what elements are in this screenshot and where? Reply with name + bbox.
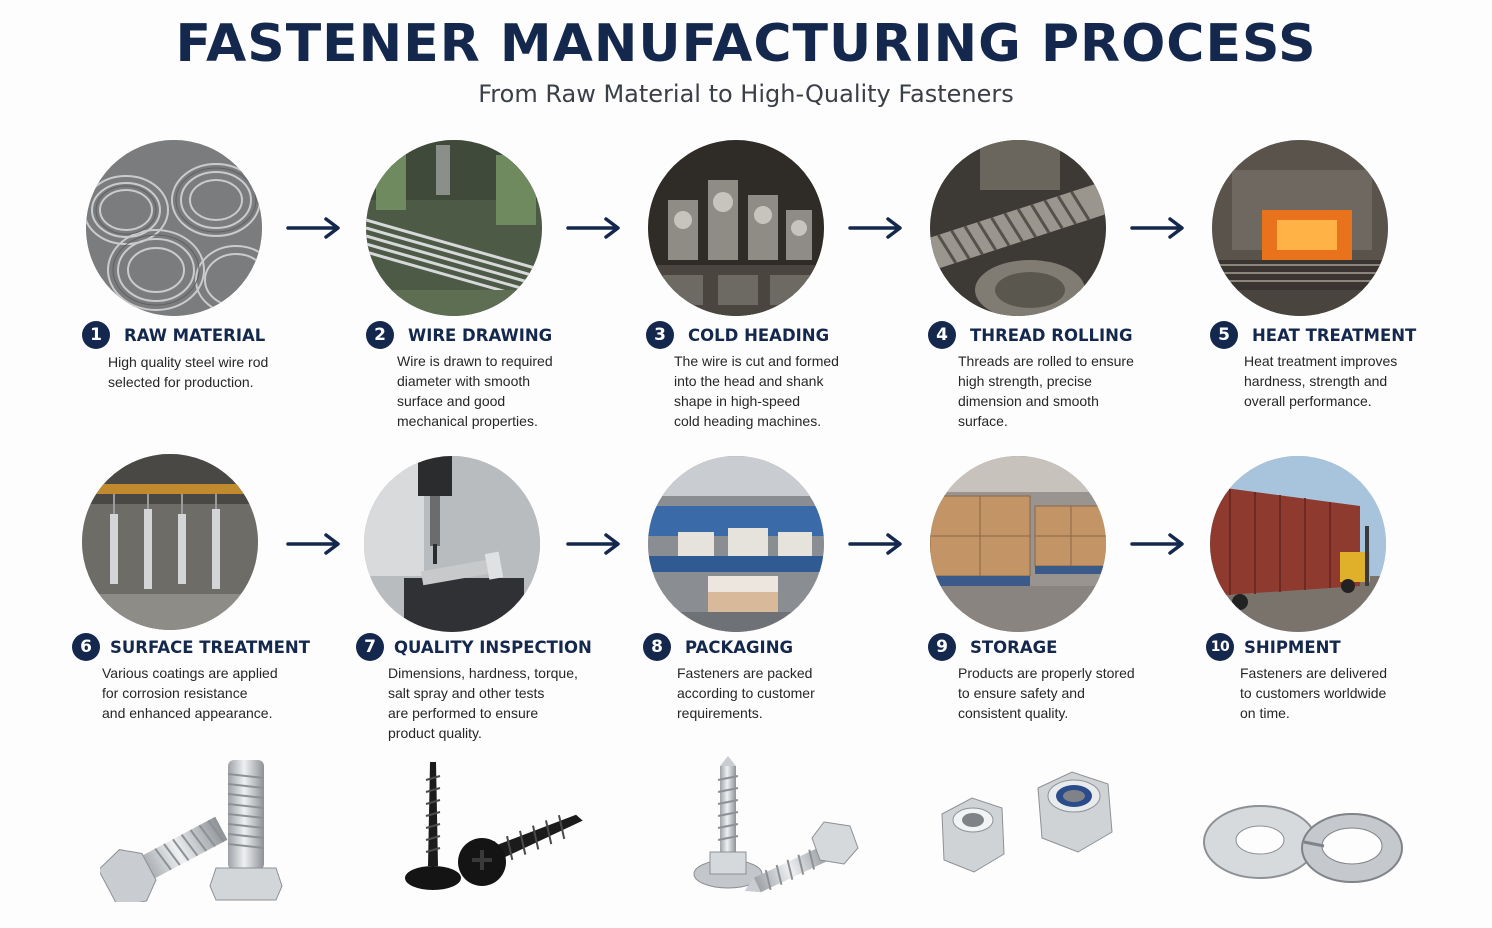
step-6-image — [82, 454, 258, 630]
step-10-description: Fasteners are delivered to customers wor… — [1240, 663, 1440, 723]
hex-bolts-image — [100, 760, 283, 902]
description-line: hardness, strength and — [1244, 373, 1388, 389]
step-number-badge: 6 — [72, 633, 100, 661]
description-line: selected for production. — [108, 374, 254, 390]
step-8-heading: 8 PACKAGING — [643, 632, 793, 662]
description-line: diameter with smooth — [397, 373, 531, 389]
step-3-heading: 3 COLD HEADING — [646, 320, 829, 350]
description-line: Threads are rolled to ensure — [958, 353, 1134, 369]
step-2-description: Wire is drawn to required diameter with … — [397, 351, 597, 431]
step-title: SURFACE TREATMENT — [110, 637, 310, 657]
step-9-image — [930, 456, 1106, 632]
step-number-badge: 4 — [928, 321, 956, 349]
arrow-right-icon — [286, 217, 340, 239]
step-title: COLD HEADING — [688, 325, 830, 345]
step-10-heading: 10 SHIPMENT — [1206, 632, 1341, 662]
description-line: consistent quality. — [958, 705, 1069, 721]
step-4-heading: 4 THREAD ROLLING — [928, 320, 1133, 350]
step-10-image — [1210, 456, 1386, 632]
description-line: to ensure safety and — [958, 685, 1085, 701]
step-number-badge: 1 — [82, 321, 110, 349]
step-title: THREAD ROLLING — [970, 325, 1133, 345]
step-5-description: Heat treatment improves hardness, streng… — [1244, 351, 1444, 411]
description-line: to customers worldwide — [1240, 685, 1387, 701]
description-line: on time. — [1240, 705, 1290, 721]
hex-nuts-image — [941, 771, 1113, 873]
description-line: The wire is cut and formed — [674, 353, 839, 369]
description-line: Dimensions, hardness, torque, — [388, 665, 578, 681]
step-6-heading: 6 SURFACE TREATMENT — [72, 632, 310, 662]
arrow-right-icon — [848, 533, 902, 555]
description-line: Products are properly stored — [958, 665, 1135, 681]
description-line: high strength, precise — [958, 373, 1092, 389]
step-title: SHIPMENT — [1244, 637, 1341, 657]
step-3-description: The wire is cut and formed into the head… — [674, 351, 874, 431]
step-1-image — [86, 140, 262, 316]
step-5-image — [1212, 140, 1388, 316]
step-8-image — [648, 456, 824, 632]
description-line: requirements. — [677, 705, 763, 721]
flat-and-spring-washers-image — [1203, 805, 1403, 883]
description-line: overall performance. — [1244, 393, 1372, 409]
step-title: PACKAGING — [685, 637, 794, 657]
page-subtitle: From Raw Material to High-Quality Fasten… — [478, 80, 1014, 108]
description-line: into the head and shank — [674, 373, 824, 389]
description-line: for corrosion resistance — [102, 685, 248, 701]
black-drywall-screws-image — [405, 762, 583, 890]
arrow-right-icon — [286, 533, 340, 555]
arrow-right-icon — [566, 533, 620, 555]
step-number-badge: 5 — [1210, 321, 1238, 349]
description-line: Fasteners are packed — [677, 665, 813, 681]
step-1-heading: 1 RAW MATERIAL — [82, 320, 265, 350]
step-7-heading: 7 QUALITY INSPECTION — [356, 632, 592, 662]
description-line: and enhanced appearance. — [102, 705, 273, 721]
description-line: High quality steel wire rod — [108, 354, 269, 370]
step-6-description: Various coatings are applied for corrosi… — [102, 663, 302, 723]
description-line: product quality. — [388, 725, 482, 741]
description-line: cold heading machines. — [674, 413, 822, 429]
step-title: HEAT TREATMENT — [1252, 325, 1417, 345]
description-line: surface. — [958, 413, 1008, 429]
description-line: according to customer — [677, 685, 815, 701]
description-line: salt spray and other tests — [388, 685, 545, 701]
step-9-heading: 9 STORAGE — [928, 632, 1057, 662]
description-line: mechanical properties. — [397, 413, 538, 429]
arrow-right-icon — [1130, 217, 1184, 239]
step-number-badge: 3 — [646, 321, 674, 349]
arrow-right-icon — [1130, 533, 1184, 555]
description-line: Wire is drawn to required — [397, 353, 553, 369]
step-3-image — [648, 140, 824, 316]
arrow-right-icon — [566, 217, 620, 239]
description-line: Fasteners are delivered — [1240, 665, 1388, 681]
step-number-badge: 2 — [366, 321, 394, 349]
step-5-heading: 5 HEAT TREATMENT — [1210, 320, 1416, 350]
arrow-right-icon — [848, 217, 902, 239]
step-title: WIRE DRAWING — [408, 325, 553, 345]
step-4-image — [930, 140, 1106, 316]
step-title: RAW MATERIAL — [124, 325, 266, 345]
step-2-heading: 2 WIRE DRAWING — [366, 320, 552, 350]
step-title: QUALITY INSPECTION — [394, 637, 592, 657]
step-7-image — [364, 456, 540, 632]
step-number-badge: 10 — [1206, 633, 1234, 661]
description-line: surface and good — [397, 393, 506, 409]
step-4-description: Threads are rolled to ensure high streng… — [958, 351, 1158, 431]
step-9-description: Products are properly stored to ensure s… — [958, 663, 1158, 723]
step-number-badge: 7 — [356, 633, 384, 661]
step-8-description: Fasteners are packed according to custom… — [677, 663, 877, 723]
step-7-description: Dimensions, hardness, torque, salt spray… — [388, 663, 588, 743]
step-1-description: High quality steel wire rod selected for… — [108, 352, 308, 392]
description-line: dimension and smooth — [958, 393, 1099, 409]
description-line: shape in high-speed — [674, 393, 801, 409]
step-number-badge: 9 — [928, 633, 956, 661]
page-title: FASTENER MANUFACTURING PROCESS — [175, 14, 1317, 74]
description-line: Various coatings are applied — [102, 665, 278, 681]
step-title: STORAGE — [970, 637, 1058, 657]
step-2-image — [366, 140, 542, 316]
self-drilling-screws-image — [693, 756, 859, 893]
step-number-badge: 8 — [643, 633, 671, 661]
description-line: are performed to ensure — [388, 705, 539, 721]
description-line: Heat treatment improves — [1244, 353, 1398, 369]
